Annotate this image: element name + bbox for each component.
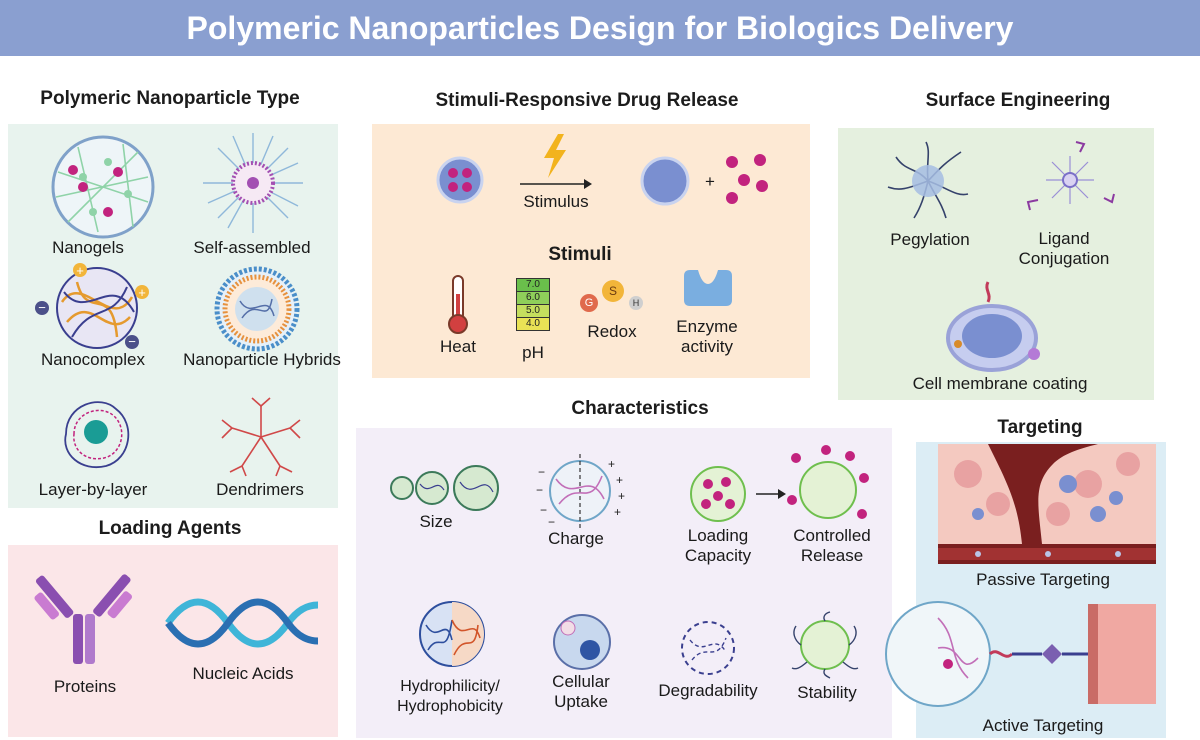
cellular-uptake-icon (553, 614, 611, 670)
active-targeting-icon (885, 601, 1156, 707)
passive-targeting-icon (938, 444, 1156, 564)
page-title: Polymeric Nanoparticles Design for Biolo… (0, 0, 1200, 56)
layer-by-layer-label: Layer-by-layer (38, 480, 148, 499)
nanocomplex-icon: + + − − (35, 263, 149, 349)
targeting-title: Targeting (997, 417, 1083, 438)
nucleic-acids-label: Nucleic Acids (192, 664, 294, 683)
characteristics-title: Characteristics (571, 398, 709, 419)
svg-text:−: − (538, 465, 545, 479)
degradability-label: Degradability (658, 681, 758, 700)
ph-scale: 7.0 6.0 5.0 4.0 (516, 278, 550, 331)
ph-value: 6.0 (516, 292, 550, 305)
surface-title: Surface Engineering (925, 90, 1111, 111)
layer-by-layer-icon (64, 401, 130, 469)
types-title: Polymeric Nanoparticle Type (40, 88, 300, 109)
loading-title: Loading Agents (98, 518, 242, 539)
plus-sign: + (705, 172, 715, 191)
charge-icon: −−−− ++++ (536, 454, 625, 529)
self-assembled-icon (203, 133, 303, 233)
heat-label: Heat (440, 337, 476, 356)
svg-text:+: + (618, 489, 625, 503)
ligand-conjugation-label: Ligand Conjugation (1018, 229, 1110, 268)
stability-label: Stability (797, 683, 857, 702)
self-assembled-label: Self-assembled (193, 238, 311, 257)
cellular-uptake-label: Cellular Uptake (552, 672, 610, 711)
svg-text:+: + (608, 457, 615, 471)
controlled-release-label: Controlled Release (793, 526, 871, 565)
arrow-icon (520, 179, 592, 189)
ph-value: 5.0 (516, 305, 550, 318)
nanogel-icon (51, 135, 155, 239)
ligand-conjugation-icon (1026, 141, 1115, 211)
dendrimers-label: Dendrimers (216, 480, 304, 499)
passive-targeting-label: Passive Targeting (976, 570, 1110, 589)
charge-label: Charge (548, 529, 604, 548)
hydrophilicity-label: Hydrophilicity/ Hydrophobicity (397, 678, 503, 715)
thermometer-icon (448, 275, 468, 334)
stability-icon (791, 611, 859, 679)
loaded-nanoparticle-icon (436, 156, 484, 204)
svg-text:−: − (38, 300, 46, 315)
pegylation-label: Pegylation (890, 230, 970, 249)
nanogels-label: Nanogels (52, 238, 124, 257)
nanoparticle-hybrid-icon (214, 266, 300, 352)
redox-s-atom: S (602, 280, 624, 302)
svg-text:+: + (614, 505, 621, 519)
ph-value: 4.0 (516, 318, 550, 331)
stimuli-release-title: Stimuli-Responsive Drug Release (435, 90, 739, 111)
dendrimer-icon (221, 397, 301, 477)
controlled-release-icon (787, 445, 869, 519)
released-cargo-icon (726, 154, 768, 204)
ph-value: 7.0 (516, 278, 550, 292)
cell-membrane-coating-icon (946, 281, 1040, 372)
loading-panel (8, 545, 338, 737)
stimuli-subtitle: Stimuli (548, 244, 612, 265)
size-label: Size (419, 512, 453, 531)
svg-text:+: + (616, 473, 623, 487)
pegylation-icon (887, 141, 969, 219)
nanoparticle-hybrids-label: Nanoparticle Hybrids (183, 350, 341, 369)
proteins-label: Proteins (53, 677, 117, 696)
redox-h-atom: H (629, 296, 643, 310)
svg-text:−: − (548, 515, 555, 529)
redox-label: Redox (587, 322, 637, 341)
nanocomplex-label: Nanocomplex (41, 350, 145, 369)
degradability-icon (681, 621, 735, 675)
empty-nanoparticle-icon (640, 156, 690, 206)
active-targeting-label: Active Targeting (982, 716, 1104, 735)
cell-membrane-coating-label: Cell membrane coating (912, 374, 1088, 393)
redox-g-atom: G (580, 294, 598, 312)
lightning-icon (544, 134, 566, 178)
svg-text:+: + (76, 263, 84, 278)
svg-text:−: − (128, 334, 136, 349)
dna-icon (165, 598, 319, 648)
loading-capacity-label: Loading Capacity (684, 526, 752, 565)
svg-text:−: − (536, 483, 543, 497)
svg-text:−: − (540, 503, 547, 517)
enzyme-icon (684, 270, 732, 306)
ph-label: pH (522, 343, 544, 362)
svg-text:+: + (138, 285, 146, 300)
stimulus-label: Stimulus (523, 192, 589, 211)
enzyme-label: Enzyme activity (676, 317, 738, 356)
loading-capacity-icon (690, 466, 746, 522)
hydrophilicity-icon (419, 601, 485, 667)
antibody-icon (34, 574, 132, 664)
size-icon (390, 465, 499, 511)
release-arrow-icon (756, 489, 786, 499)
